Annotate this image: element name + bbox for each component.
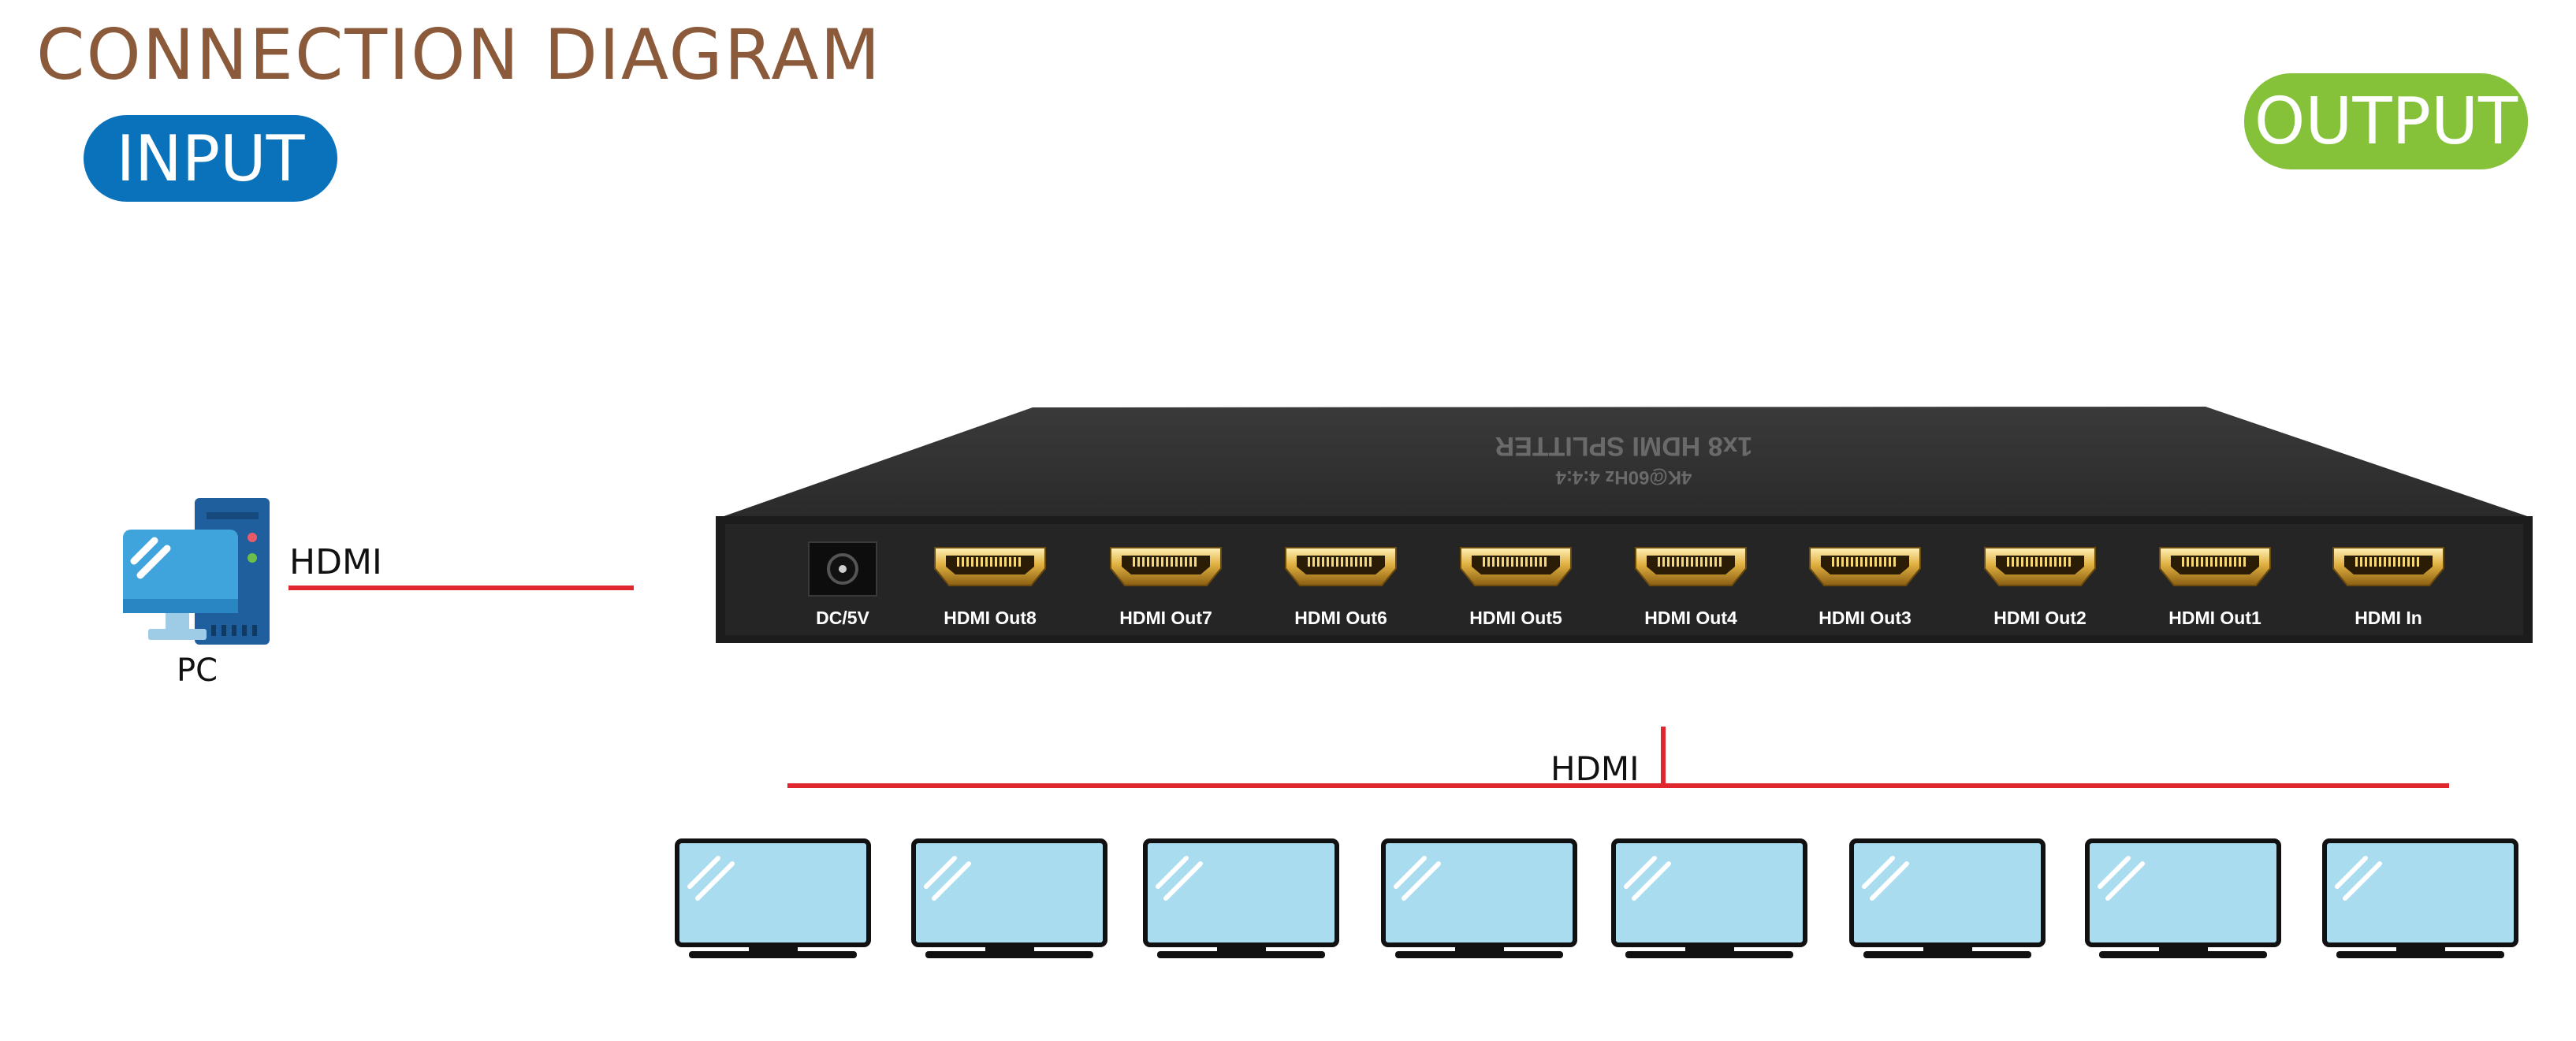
diagram-title: CONNECTION DIAGRAM <box>36 14 882 95</box>
port-label: DC/5V <box>816 608 869 628</box>
port-label: HDMI Out2 <box>1993 608 2086 628</box>
hdmi-port: HDMI Out5 <box>1460 547 1572 628</box>
splitter-top-text: 1x8 HDMI SPLITTER <box>1495 431 1753 461</box>
monitor-icon <box>675 838 871 958</box>
port-label: HDMI Out1 <box>2168 608 2261 628</box>
monitor-icon <box>1611 838 1807 958</box>
pc-label: PC <box>177 652 218 689</box>
monitor-icon <box>911 838 1107 958</box>
input-hdmi-cable <box>288 586 634 590</box>
hdmi-port: HDMI Out7 <box>1110 547 1222 628</box>
monitor-icon <box>1381 838 1577 958</box>
monitor-icon <box>1849 838 2046 958</box>
hdmi-port: HDMI Out8 <box>934 547 1046 628</box>
port-label: HDMI Out4 <box>1644 608 1737 628</box>
output-displays <box>675 838 2518 958</box>
hdmi-port: HDMI Out3 <box>1809 547 1921 628</box>
hdmi-port: HDMI Out6 <box>1285 547 1397 628</box>
input-badge: INPUT <box>84 115 337 202</box>
hdmi-port: HDMI Out1 <box>2159 547 2271 628</box>
output-badge: OUTPUT <box>2244 73 2528 169</box>
hdmi-port: HDMI In <box>2332 547 2444 628</box>
port-label: HDMI Out7 <box>1119 608 1212 628</box>
splitter-top-panel <box>717 407 2532 519</box>
hdmi-splitter-device: 1x8 HDMI SPLITTER 4K@60Hz 4:4:4 DC/5V HDM… <box>716 407 2533 643</box>
port-label: HDMI In <box>2355 608 2422 628</box>
output-hdmi-cable-drop <box>1661 727 1666 786</box>
hdmi-port: HDMI Out2 <box>1984 547 2096 628</box>
output-cable-label: HDMI <box>1550 749 1640 788</box>
hdmi-port: HDMI Out4 <box>1635 547 1747 628</box>
input-cable-label: HDMI <box>289 542 382 582</box>
monitor-icon <box>2322 838 2518 958</box>
port-label: HDMI Out3 <box>1818 608 1912 628</box>
dc-power-port: DC/5V <box>808 541 877 628</box>
splitter-top-subtext: 4K@60Hz 4:4:4 <box>1555 467 1692 488</box>
monitor-icon <box>1143 838 1339 958</box>
port-label: HDMI Out6 <box>1294 608 1387 628</box>
output-hdmi-cable-bus <box>787 783 2449 788</box>
monitor-icon <box>2085 838 2281 958</box>
port-label: HDMI Out8 <box>944 608 1037 628</box>
port-label: HDMI Out5 <box>1469 608 1562 628</box>
desktop-pc-icon <box>123 498 270 645</box>
